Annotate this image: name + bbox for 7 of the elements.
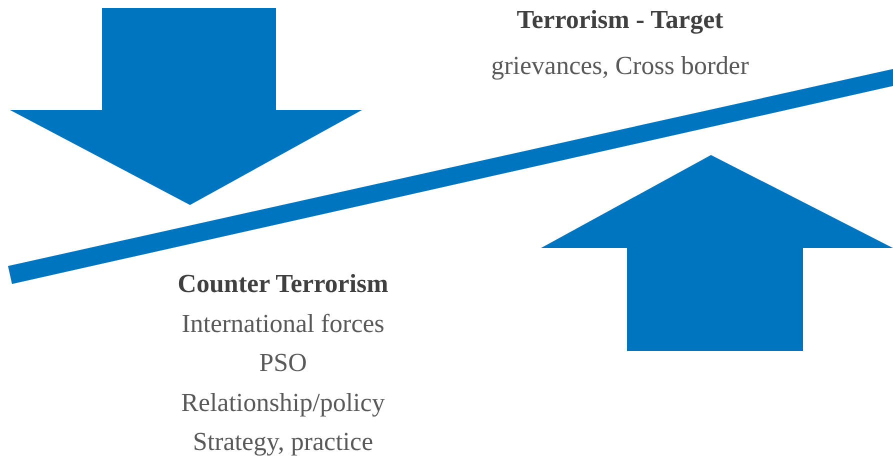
label-text: International forces	[182, 308, 384, 340]
heading: Counter Terrorism	[178, 268, 388, 300]
label-text: grievances, Cross border	[491, 50, 749, 82]
heading: Terrorism - Target	[516, 4, 724, 36]
label-text: PSO	[259, 347, 307, 379]
label-text: Relationship/policy	[181, 387, 385, 419]
label-text: Strategy, practice	[192, 426, 374, 458]
